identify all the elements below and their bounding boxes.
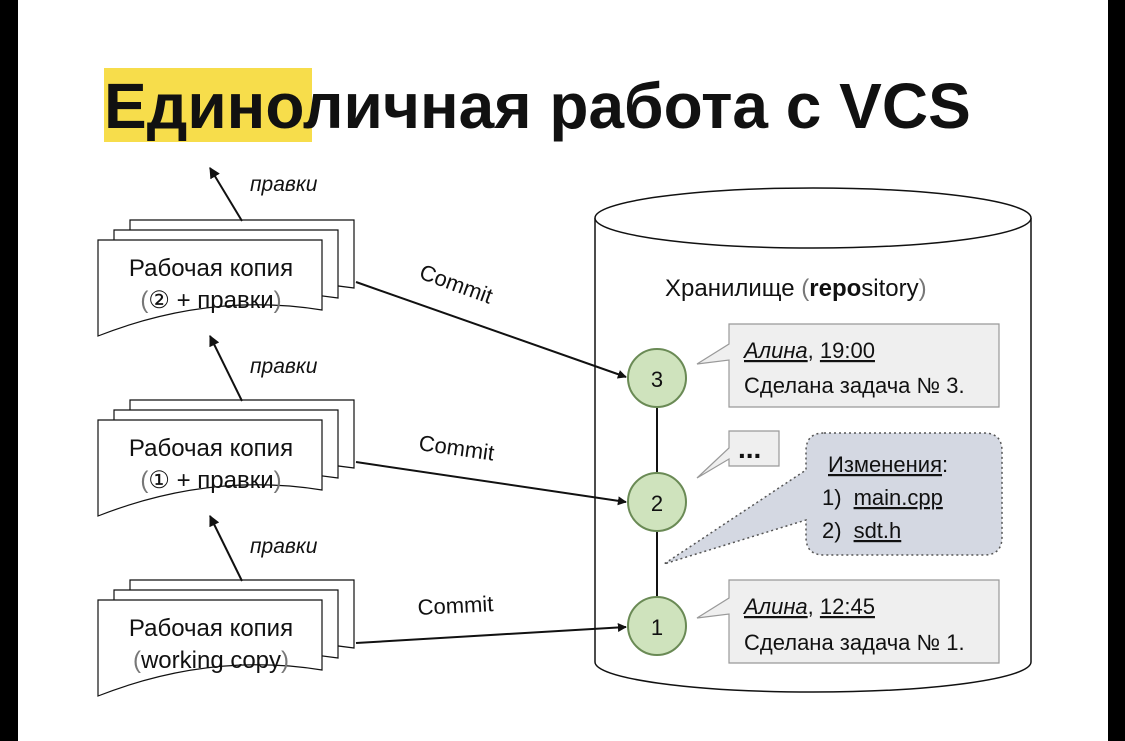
changes-header: Изменения: (828, 452, 948, 477)
commit-node-3-label: 3 (651, 367, 663, 392)
page-title: Единоличная работа с VCS (104, 70, 971, 142)
changes-item-1: 1)main.cpp (822, 485, 943, 510)
working-copy-top-title: Рабочая копия (129, 255, 293, 282)
commit-node-1-label: 1 (651, 615, 663, 640)
commit-label-2: Commit (417, 430, 496, 465)
edit-arrow-middle (209, 335, 243, 402)
edit-label-middle: правки (250, 355, 318, 378)
commit-label-1: Commit (417, 591, 494, 620)
changes-callout (663, 432, 1003, 565)
working-copy-stack-bottom (97, 579, 355, 697)
edit-arrow-top (209, 167, 243, 222)
slide: Единоличная работа с VCS Хранилище (repo… (18, 0, 1108, 741)
working-copy-stack-middle (97, 399, 355, 517)
commit-node-1: 1 (627, 596, 687, 656)
commit-2-ellipsis: ... (738, 433, 761, 464)
commit-label-3: Commit (416, 259, 496, 308)
title-highlight (104, 68, 312, 142)
commit-2-note (696, 430, 780, 479)
working-copy-bottom-title: Рабочая копия (129, 615, 293, 642)
commit-1-meta: Алина, 12:45 (742, 594, 875, 619)
commit-3-note (696, 323, 1000, 408)
commit-node-3: 3 (627, 348, 687, 408)
commit-3-meta: Алина, 19:00 (742, 338, 875, 363)
commit-1-message: Сделана задача № 1. (744, 630, 965, 655)
working-copy-stack-top (97, 219, 355, 337)
edit-label-top: правки (250, 173, 318, 196)
commit-3-message: Сделана задача № 3. (744, 373, 965, 398)
title-highlighted-part: Едино (104, 70, 303, 142)
commit-arrow-1 (355, 622, 627, 644)
commit-node-2-label: 2 (651, 491, 663, 516)
working-copy-bottom-subtitle: (working copy) (133, 647, 289, 674)
edit-label-bottom: правки (250, 535, 318, 558)
title-rest: личная работа с VCS (303, 70, 971, 142)
changes-item-2: 2)sdt.h (822, 518, 901, 543)
working-copy-middle-subtitle: (① + правки) (140, 467, 281, 494)
working-copy-top-subtitle: (② + правки) (140, 287, 281, 314)
repository-label: Хранилище (repository) (665, 275, 927, 302)
commit-1-note (696, 579, 1000, 664)
edit-arrow-bottom (209, 515, 243, 582)
commit-node-2: 2 (627, 472, 687, 532)
commit-arrow-3 (355, 281, 627, 379)
diagram-canvas: Единоличная работа с VCS Хранилище (repo… (97, 68, 1032, 697)
commit-arrow-2 (355, 461, 627, 506)
working-copy-middle-title: Рабочая копия (129, 435, 293, 462)
